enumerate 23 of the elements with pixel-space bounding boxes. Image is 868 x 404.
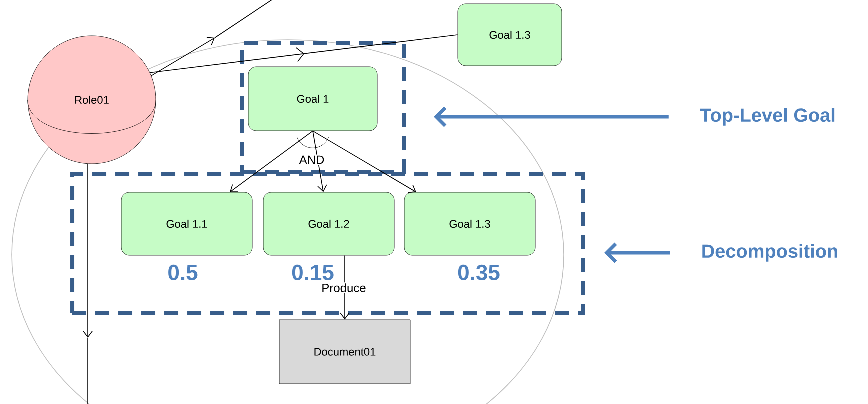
connector <box>434 106 669 128</box>
goal-box: Goal 1.2 <box>263 192 395 256</box>
connector <box>83 164 93 338</box>
weight-value: 0.5 <box>166 264 200 282</box>
edge-label: Produce <box>320 282 368 294</box>
role-sphere: Role01 <box>28 36 156 164</box>
dashed-frame <box>70 172 586 316</box>
goal-box: Goal 1.1 <box>121 192 253 256</box>
connector <box>230 130 314 192</box>
goal-box: Goal 1 <box>248 66 378 132</box>
weight-value: 0.15 <box>290 264 336 282</box>
edge-label: AND <box>298 154 326 166</box>
connector <box>604 242 670 264</box>
connector <box>312 130 416 194</box>
goal-box: Goal 1.3 <box>404 192 536 256</box>
connector <box>150 34 458 74</box>
goal-box: Goal 1.3 <box>458 4 562 66</box>
dashed-frame <box>240 42 406 174</box>
callout-text: Decomposition <box>702 244 838 262</box>
document-box: Document01 <box>279 320 411 384</box>
connector <box>151 37 215 76</box>
weight-value: 0.35 <box>456 264 502 282</box>
callout-text: Top-Level Goal <box>700 108 835 126</box>
